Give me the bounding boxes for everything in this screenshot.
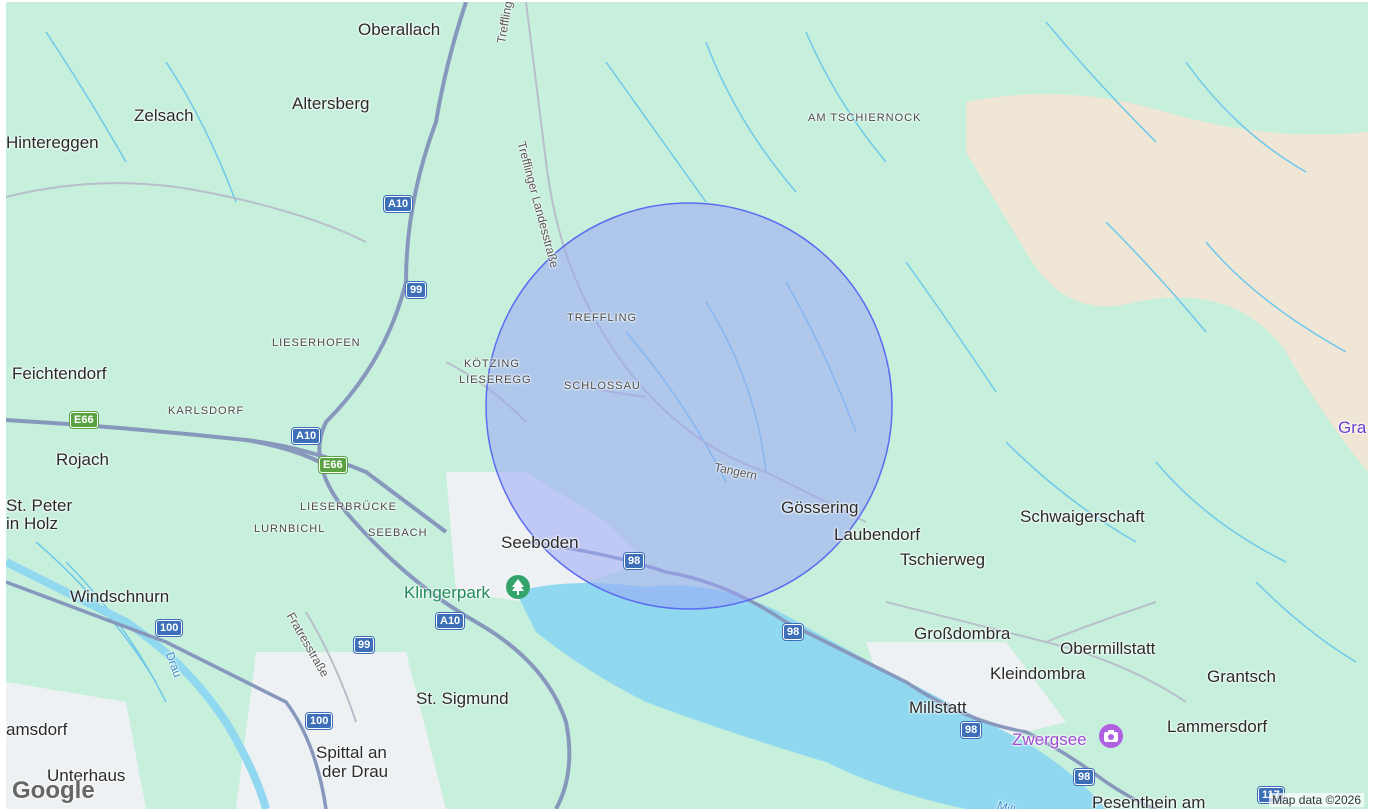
- place-st-peter-line2: in Holz: [6, 514, 58, 533]
- route-shield-98: 98: [783, 624, 804, 640]
- place-grantsch: Grantsch: [1207, 667, 1276, 686]
- place-treffling: TREFFLING: [567, 312, 638, 324]
- route-shield-100: 100: [156, 620, 183, 636]
- google-logo[interactable]: Google: [12, 777, 95, 804]
- place-altersberg: Altersberg: [292, 94, 370, 113]
- place-seeboden: Seeboden: [501, 533, 579, 552]
- place-lurnbichl: LURNBICHL: [254, 523, 326, 535]
- place-st-peter-line1: St. Peter: [6, 496, 73, 515]
- place-lieserhofen: LIESERHOFEN: [272, 337, 361, 349]
- place-goessering: Gössering: [781, 498, 859, 517]
- route-shield-98: 98: [961, 722, 982, 738]
- route-shield-98: 98: [624, 553, 645, 569]
- place-spittal-line2: der Drau: [322, 762, 389, 781]
- place-hintereggen: Hintereggen: [6, 133, 99, 152]
- tree-icon[interactable]: [506, 575, 530, 599]
- place-oberallach: Oberallach: [358, 20, 441, 39]
- map-canvas[interactable]: Oberallach Zelsach Altersberg Hinteregge…: [6, 2, 1368, 809]
- route-shield-99: 99: [406, 282, 427, 298]
- route-shield-100: 100: [306, 713, 333, 729]
- place-amsdorf: amsdorf: [6, 720, 68, 739]
- place-grossdombra: Großdombra: [914, 624, 1011, 643]
- place-zwergsee[interactable]: Zwergsee: [1012, 730, 1087, 749]
- route-shield-e66: E66: [70, 412, 98, 428]
- place-millstatt: Millstatt: [909, 698, 967, 717]
- place-zelsach: Zelsach: [134, 106, 194, 125]
- place-lieserbruecke: LIESERBRÜCKE: [300, 501, 397, 513]
- place-tschierweg: Tschierweg: [900, 550, 986, 569]
- place-spittal-line1: Spittal an: [316, 743, 387, 762]
- place-kleindombra: Kleindombra: [990, 664, 1086, 683]
- place-lammersdorf: Lammersdorf: [1167, 717, 1268, 736]
- route-shield-98: 98: [1074, 769, 1095, 785]
- place-klingerpark[interactable]: Klingerpark: [404, 583, 490, 602]
- place-pesenthein: Pesenthein am: [1092, 793, 1206, 809]
- place-feichtendorf: Feichtendorf: [12, 364, 107, 383]
- place-rojach: Rojach: [56, 450, 109, 469]
- place-windschnurn: Windschnurn: [70, 587, 170, 606]
- place-gra: Gra: [1338, 418, 1367, 437]
- route-shield-99: 99: [354, 637, 375, 653]
- place-st-sigmund: St. Sigmund: [416, 689, 509, 708]
- place-unterhaus: Unterhaus: [47, 766, 126, 785]
- route-shield-a10: A10: [436, 613, 465, 629]
- place-laubendorf: Laubendorf: [834, 525, 921, 544]
- place-lieseregg: LIESEREGG: [459, 374, 532, 386]
- place-seebach: SEEBACH: [368, 527, 428, 539]
- map-attribution[interactable]: Map data ©2026: [1269, 793, 1364, 807]
- route-shield-e66: E66: [319, 457, 347, 473]
- place-am-tschiernock: AM TSCHIERNOCK: [808, 112, 922, 124]
- place-schwaigerschaft: Schwaigerschaft: [1020, 507, 1145, 526]
- camera-icon[interactable]: [1099, 724, 1123, 748]
- route-shield-a10: A10: [384, 196, 413, 212]
- place-obermillstatt: Obermillstatt: [1060, 639, 1156, 658]
- place-karlsdorf: KARLSDORF: [168, 405, 245, 417]
- route-shield-a10: A10: [292, 428, 321, 444]
- place-schlossau: SCHLOSSAU: [564, 380, 641, 392]
- place-koetzing: KÖTZING: [464, 358, 520, 370]
